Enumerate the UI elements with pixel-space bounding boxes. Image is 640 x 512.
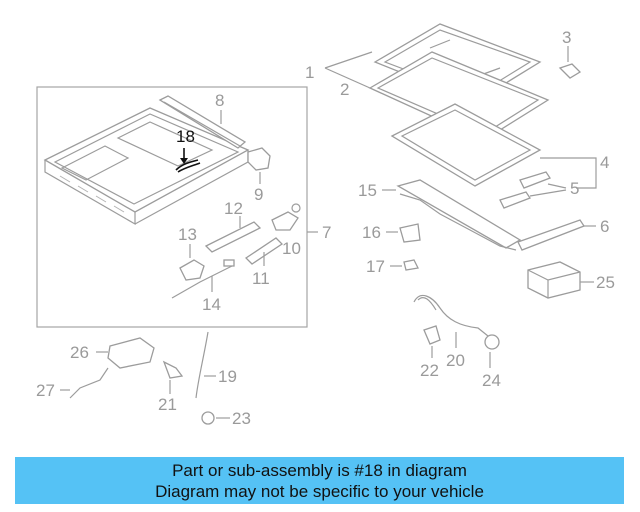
label-4: 4 bbox=[600, 153, 609, 172]
label-24: 24 bbox=[482, 371, 501, 390]
label-19: 19 bbox=[218, 367, 237, 386]
part-25-drawing bbox=[527, 261, 594, 299]
label-27: 27 bbox=[36, 381, 55, 400]
label-6: 6 bbox=[600, 217, 609, 236]
label-20: 20 bbox=[446, 351, 465, 370]
label-14: 14 bbox=[202, 295, 221, 314]
label-16: 16 bbox=[362, 223, 381, 242]
part-5-drawing bbox=[499, 171, 567, 209]
label-8: 8 bbox=[215, 91, 224, 110]
label-23: 23 bbox=[232, 409, 251, 428]
part-4-drawing bbox=[390, 103, 597, 189]
banner-line-1: Part or sub-assembly is #18 in diagram bbox=[172, 461, 467, 480]
parts-10-14-drawing bbox=[171, 203, 301, 299]
banner-line-2: Diagram may not be specific to your vehi… bbox=[155, 482, 484, 501]
label-15: 15 bbox=[358, 181, 377, 200]
label-11: 11 bbox=[252, 269, 270, 288]
label-10: 10 bbox=[282, 239, 301, 258]
sub-assembly-inset-box bbox=[36, 86, 308, 328]
part-8-drawing bbox=[158, 95, 247, 149]
parts-diagram: 1 2 3 4 5 6 7 8 9 10 11 12 13 14 15 16 1… bbox=[36, 23, 615, 428]
label-1: 1 bbox=[305, 63, 314, 82]
label-3: 3 bbox=[562, 28, 571, 47]
parts-19-27-drawing bbox=[60, 331, 230, 425]
parts-20-22-24-drawing bbox=[413, 294, 500, 368]
label-18: 18 bbox=[176, 127, 195, 146]
part-18-drawing bbox=[175, 148, 201, 173]
label-9: 9 bbox=[254, 185, 263, 204]
label-25: 25 bbox=[596, 273, 615, 292]
label-17: 17 bbox=[366, 257, 385, 276]
label-2: 2 bbox=[340, 80, 349, 99]
label-13: 13 bbox=[178, 225, 197, 244]
part-15-drawing bbox=[382, 179, 522, 251]
label-26: 26 bbox=[70, 343, 89, 362]
label-5: 5 bbox=[570, 179, 579, 198]
sunroof-frame-drawing bbox=[43, 107, 250, 226]
label-21: 21 bbox=[158, 395, 177, 414]
part-9-drawing bbox=[247, 147, 271, 184]
part-6-drawing bbox=[517, 219, 596, 251]
label-7: 7 bbox=[322, 223, 331, 242]
info-banner: Part or sub-assembly is #18 in diagram D… bbox=[15, 457, 624, 504]
label-22: 22 bbox=[420, 361, 439, 380]
label-12: 12 bbox=[224, 199, 243, 218]
parts-16-17-drawing bbox=[386, 223, 421, 271]
part-3-drawing bbox=[558, 46, 582, 79]
